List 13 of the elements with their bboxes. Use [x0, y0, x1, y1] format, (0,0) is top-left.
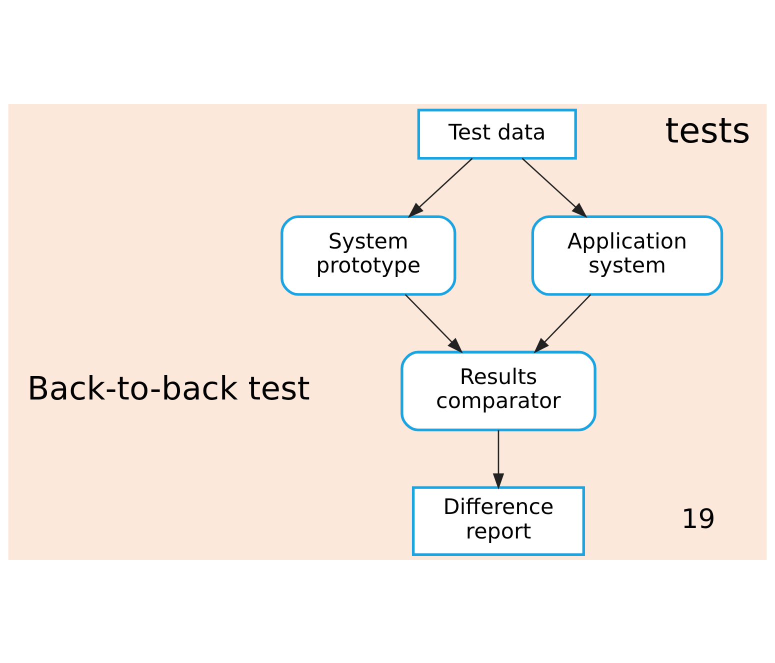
- label: tests: [665, 111, 750, 152]
- node-box: System prototype: [280, 214, 456, 296]
- arrow: [404, 294, 463, 353]
- arrow: [522, 157, 588, 218]
- node-box: Difference report: [412, 486, 585, 556]
- node-box: Results comparator: [400, 350, 596, 431]
- arrow: [408, 157, 473, 218]
- node-box: Test data: [417, 108, 577, 160]
- node-box: Application system: [531, 214, 724, 296]
- label: Back-to-back test: [27, 368, 310, 407]
- label: 19: [681, 503, 716, 534]
- arrow: [492, 430, 504, 489]
- arrow: [534, 294, 592, 353]
